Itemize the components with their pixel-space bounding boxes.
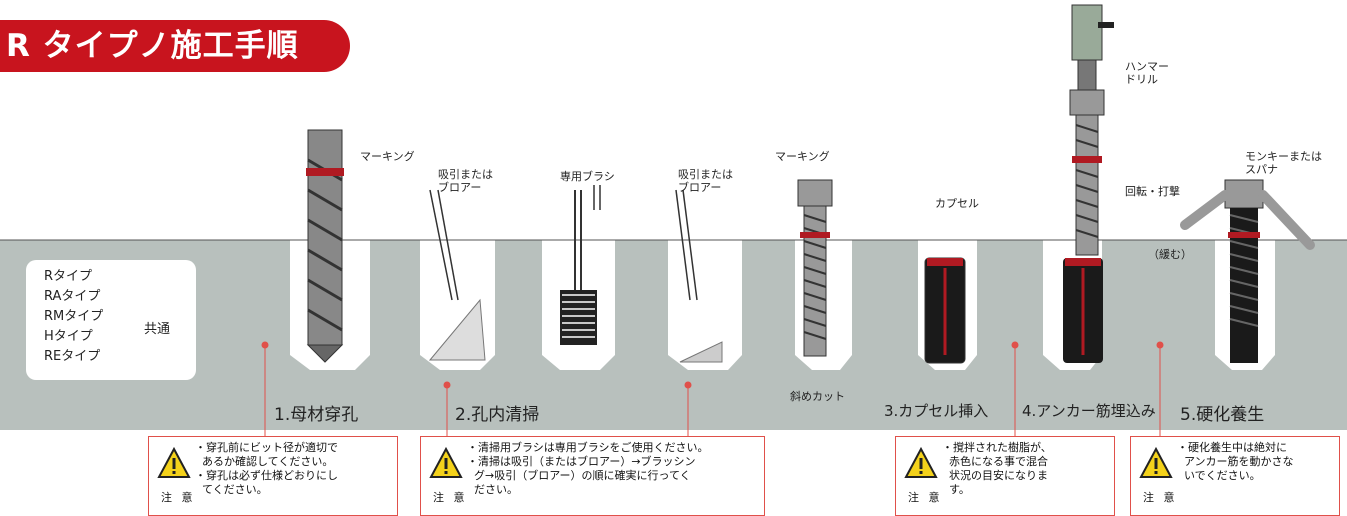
page-title: R タイプノ施工手順	[0, 20, 350, 72]
caution-note-4: 注 意 ・硬化養生中は絶対に アンカー筋を動かさな いでください。	[1130, 436, 1340, 516]
caution-label: 注 意	[908, 491, 943, 504]
drill-bit-graphic	[306, 129, 344, 363]
wrench-label: モンキーまたは スパナ	[1245, 150, 1322, 176]
marking-label-2: マーキング	[775, 150, 830, 163]
type-item: Hタイプ	[44, 329, 93, 344]
caution-label: 注 意	[1143, 491, 1178, 504]
step-4-title: 4.アンカー筋埋込み	[1022, 402, 1156, 420]
loosen-label: （緩む）	[1148, 248, 1192, 261]
concrete-slab	[0, 240, 1347, 430]
capsule-graphic	[924, 257, 966, 364]
caution-text-4: ・硬化養生中は絶対に アンカー筋を動かさな いでください。	[1177, 441, 1294, 482]
type-item: RAタイプ	[44, 289, 101, 304]
step-3-title: 3.カプセル挿入	[884, 402, 989, 420]
type-list: Rタイプ RAタイプ RMタイプ Hタイプ REタイプ	[44, 267, 103, 367]
step-5-title: 5.硬化養生	[1180, 405, 1265, 425]
warning-icon	[429, 447, 463, 478]
caution-text-1: ・穿孔前にビット径が適切で あるか確認してください。 ・穿孔は必ず仕様どおりにし…	[195, 441, 338, 496]
type-list-box	[26, 260, 196, 380]
marking-label: マーキング	[360, 150, 415, 163]
caution-note-3: 注 意 ・撹拌された樹脂が、 赤色になる事で混合 状況の目安になりま す。	[895, 436, 1115, 516]
common-label: 共通	[144, 322, 171, 337]
step-2-title: 2.孔内清掃	[455, 405, 540, 425]
caution-text-2: ・清掃用ブラシは専用ブラシをご使用ください。 ・清掃は吸引（またはブロアー）→ブ…	[467, 441, 709, 496]
wrench-graphic	[1180, 179, 1315, 363]
warning-icon	[157, 447, 191, 478]
caution-label: 注 意	[433, 491, 468, 504]
anchor-bolt-graphic	[797, 179, 833, 357]
hammer-drill-label: ハンマー ドリル	[1125, 60, 1169, 86]
capsule-label: カプセル	[935, 197, 979, 210]
caution-note-1: 注 意 ・穿孔前にビット径が適切で あるか確認してください。 ・穿孔は必ず仕様ど…	[148, 436, 398, 516]
step-1-title: 1.母材穿孔	[274, 405, 359, 425]
type-item: RMタイプ	[44, 309, 104, 324]
caution-label: 注 意	[161, 491, 196, 504]
type-item: REタイプ	[44, 349, 101, 364]
suction-nozzle-2-graphic	[675, 189, 723, 363]
caution-note-2: 注 意 ・清掃用ブラシは専用ブラシをご使用ください。 ・清掃は吸引（またはブロア…	[420, 436, 765, 516]
hammer-drill-graphic	[1063, 4, 1114, 363]
suction-nozzle-graphic	[428, 189, 486, 361]
warning-icon	[904, 447, 938, 478]
warning-icon	[1139, 447, 1173, 478]
caution-text-3: ・撹拌された樹脂が、 赤色になる事で混合 状況の目安になりま す。	[942, 441, 1052, 496]
type-item: Rタイプ	[44, 269, 93, 284]
suction-label-2: 吸引または ブロアー	[678, 168, 733, 194]
bevel-cut-label: 斜めカット	[790, 390, 845, 403]
brush-graphic	[560, 185, 601, 345]
suction-label: 吸引または ブロアー	[438, 168, 493, 194]
leader-lines	[261, 341, 1164, 440]
rotation-label: 回転・打撃	[1125, 185, 1180, 198]
brush-label: 専用ブラシ	[560, 170, 615, 183]
